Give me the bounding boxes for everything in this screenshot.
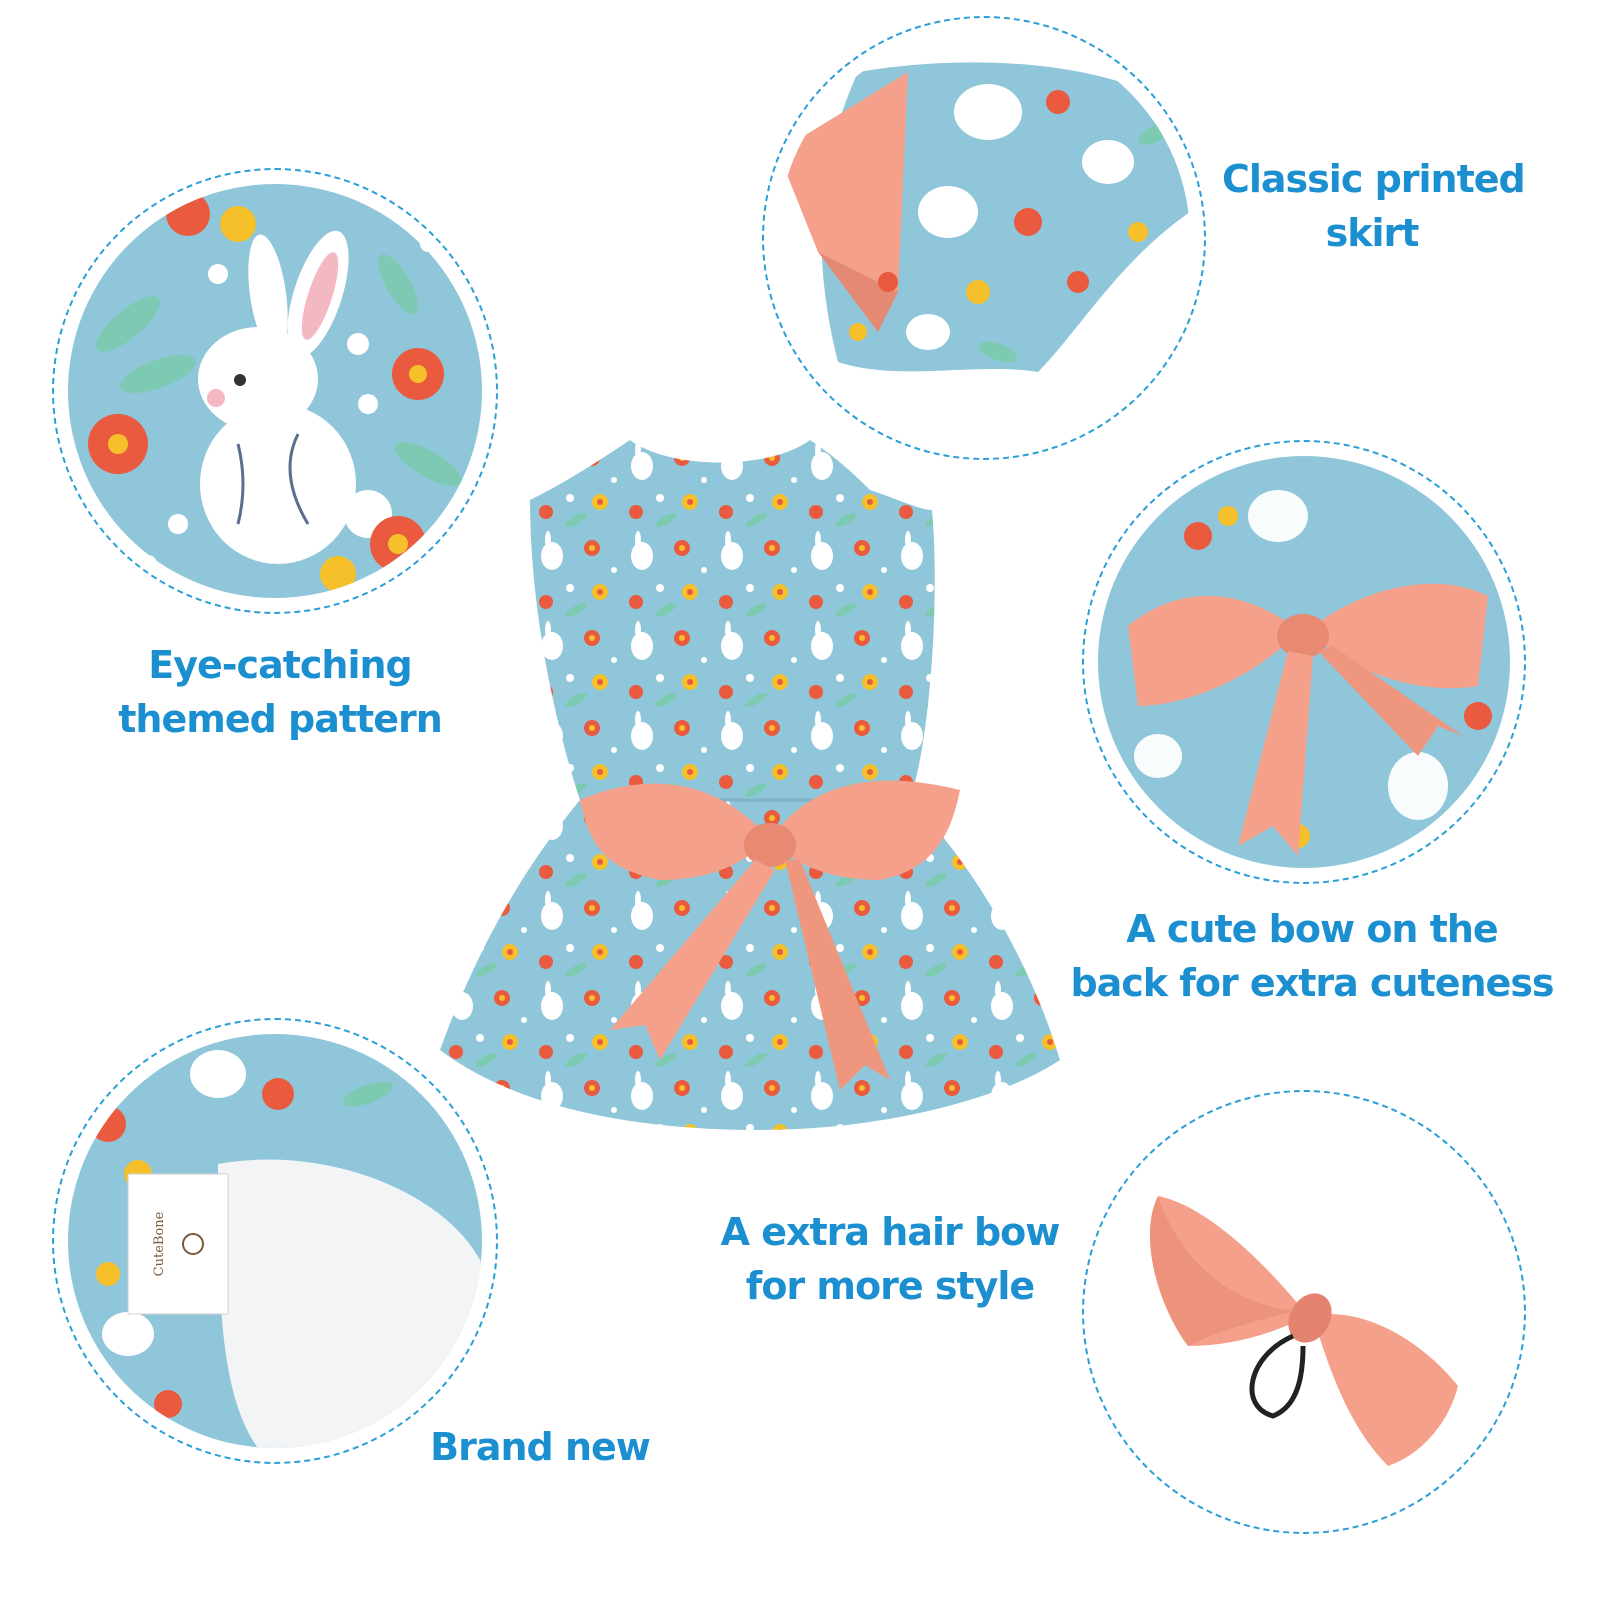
bow-back-circle-ring: [1082, 440, 1526, 884]
hair-bow-circle-ring: [1082, 1090, 1526, 1534]
bow-back-caption-line-1: A cute bow on the: [1126, 907, 1498, 951]
skirt-caption-line-2: skirt: [1325, 211, 1420, 255]
brand-caption: Brand new: [400, 1420, 680, 1474]
hair-bow-image: [1098, 1106, 1510, 1518]
pattern-caption: Eye-catching themed pattern: [90, 638, 470, 746]
hair-bow-caption-line-1: A extra hair bow: [720, 1210, 1061, 1254]
dress-bow: [580, 780, 960, 1090]
brand-tag-closeup-image: CuteBone: [68, 1034, 482, 1448]
pattern-circle-ring: [52, 168, 498, 614]
pattern-caption-line-1: Eye-catching: [148, 643, 412, 687]
skirt-caption: Classic printed skirt: [1222, 152, 1526, 260]
dress-skirt: [440, 800, 1060, 1130]
skirt-closeup-image: [778, 32, 1190, 444]
bow-back-caption-line-2: back for extra cuteness: [1070, 961, 1554, 1005]
pattern-closeup-image: [68, 184, 482, 598]
brand-tag-text: CuteBone: [152, 1211, 167, 1276]
bow-back-closeup-image: [1098, 456, 1510, 868]
brand-tag-circle-ring: [52, 1018, 498, 1464]
brand-caption-line-1: Brand new: [430, 1425, 651, 1469]
dog-dress-product-image: [440, 440, 1080, 1140]
rabbit-illustration: [198, 230, 392, 564]
pattern-caption-line-2: themed pattern: [118, 697, 443, 741]
bow-back-caption: A cute bow on the back for extra cutenes…: [1052, 902, 1572, 1010]
hair-bow-caption-line-2: for more style: [745, 1264, 1035, 1308]
hair-bow-caption: A extra hair bow for more style: [700, 1205, 1080, 1313]
dress-bodice: [530, 440, 935, 800]
skirt-circle-ring: [762, 16, 1206, 460]
skirt-caption-line-1: Classic printed: [1222, 157, 1526, 201]
